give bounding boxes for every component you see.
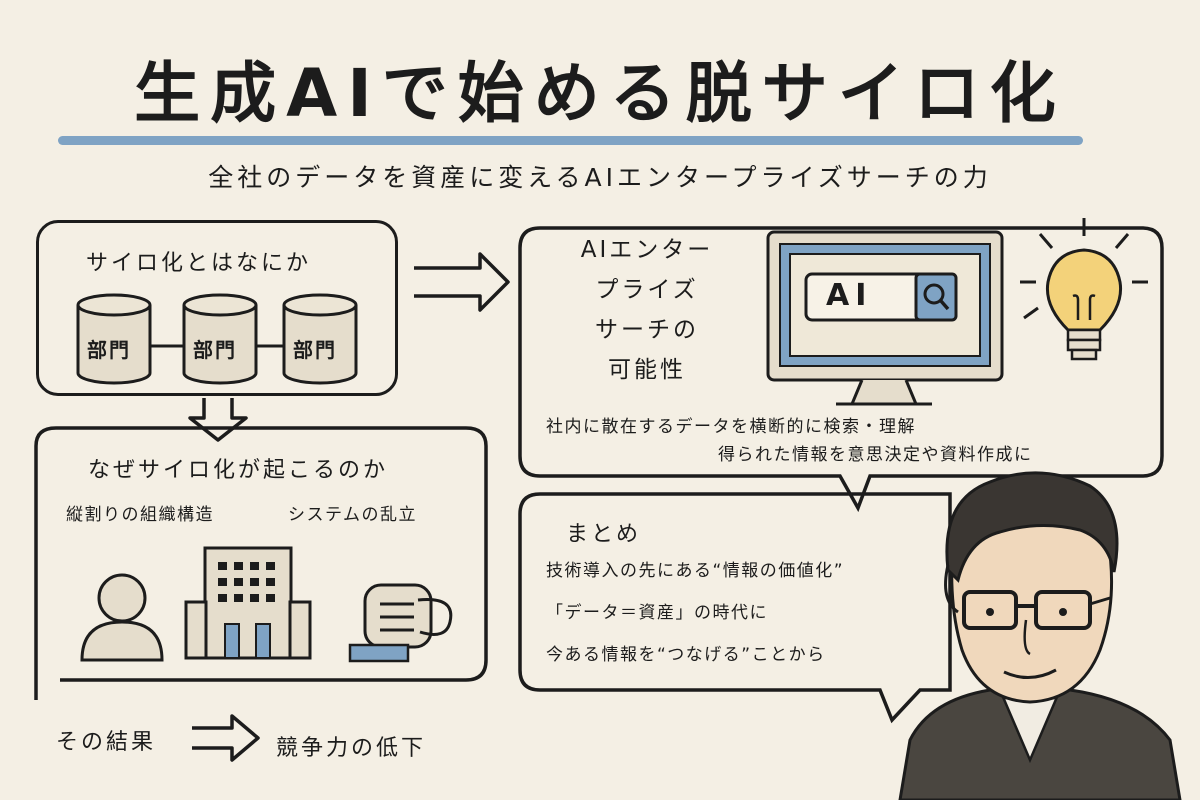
arrow-right-icon [414,252,510,312]
result-outcome: 競争力の低下 [276,736,427,761]
server-icon [348,583,453,663]
department-label: 部門 [293,338,337,362]
search-box-text: AI [826,278,873,313]
cause-label: 縦割りの組織構造 [66,505,214,525]
arrow-right-icon [192,714,260,762]
person-icon [80,573,164,662]
ai-search-panel [518,226,1164,513]
department-label: 部門 [87,338,131,362]
page-title: 生成AIで始める脱サイロ化 [134,55,1066,132]
title-underline [58,136,1083,145]
cause-label: システムの乱立 [288,505,417,525]
ai-search-description: 得られた情報を意思決定や資料作成に [718,445,1033,465]
summary-line: 技術導入の先にある“情報の価値化” [546,561,845,581]
database-icon [282,293,358,385]
ai-search-description: 社内に散在するデータを横断的に検索・理解 [546,417,916,437]
summary-line: 今ある情報を“つなげる”ことから [546,645,826,665]
search-icon [923,283,950,311]
summary-line: 「データ＝資産」の時代に [546,603,768,623]
silo-panel [36,220,398,396]
department-label: 部門 [193,338,237,362]
summary-heading: まとめ [566,522,642,547]
monitor-icon [766,230,1004,406]
database-icon [76,293,152,385]
result-label: その結果 [56,730,157,755]
lightbulb-icon [1020,218,1148,361]
summary-panel [518,492,952,724]
page-subtitle: 全社のデータを資産に変えるAIエンタープライズサーチの力 [208,163,992,192]
building-icon [184,546,312,660]
arrow-down-icon [188,398,248,442]
presenter-portrait [898,471,1182,800]
why-panel [34,426,488,700]
database-icon [182,293,258,385]
silo-heading: サイロ化とはなにか [86,251,312,276]
ai-search-heading: AIエンター プライズ サーチの 可能性 [580,237,714,383]
why-heading: なぜサイロ化が起こるのか [88,458,389,483]
